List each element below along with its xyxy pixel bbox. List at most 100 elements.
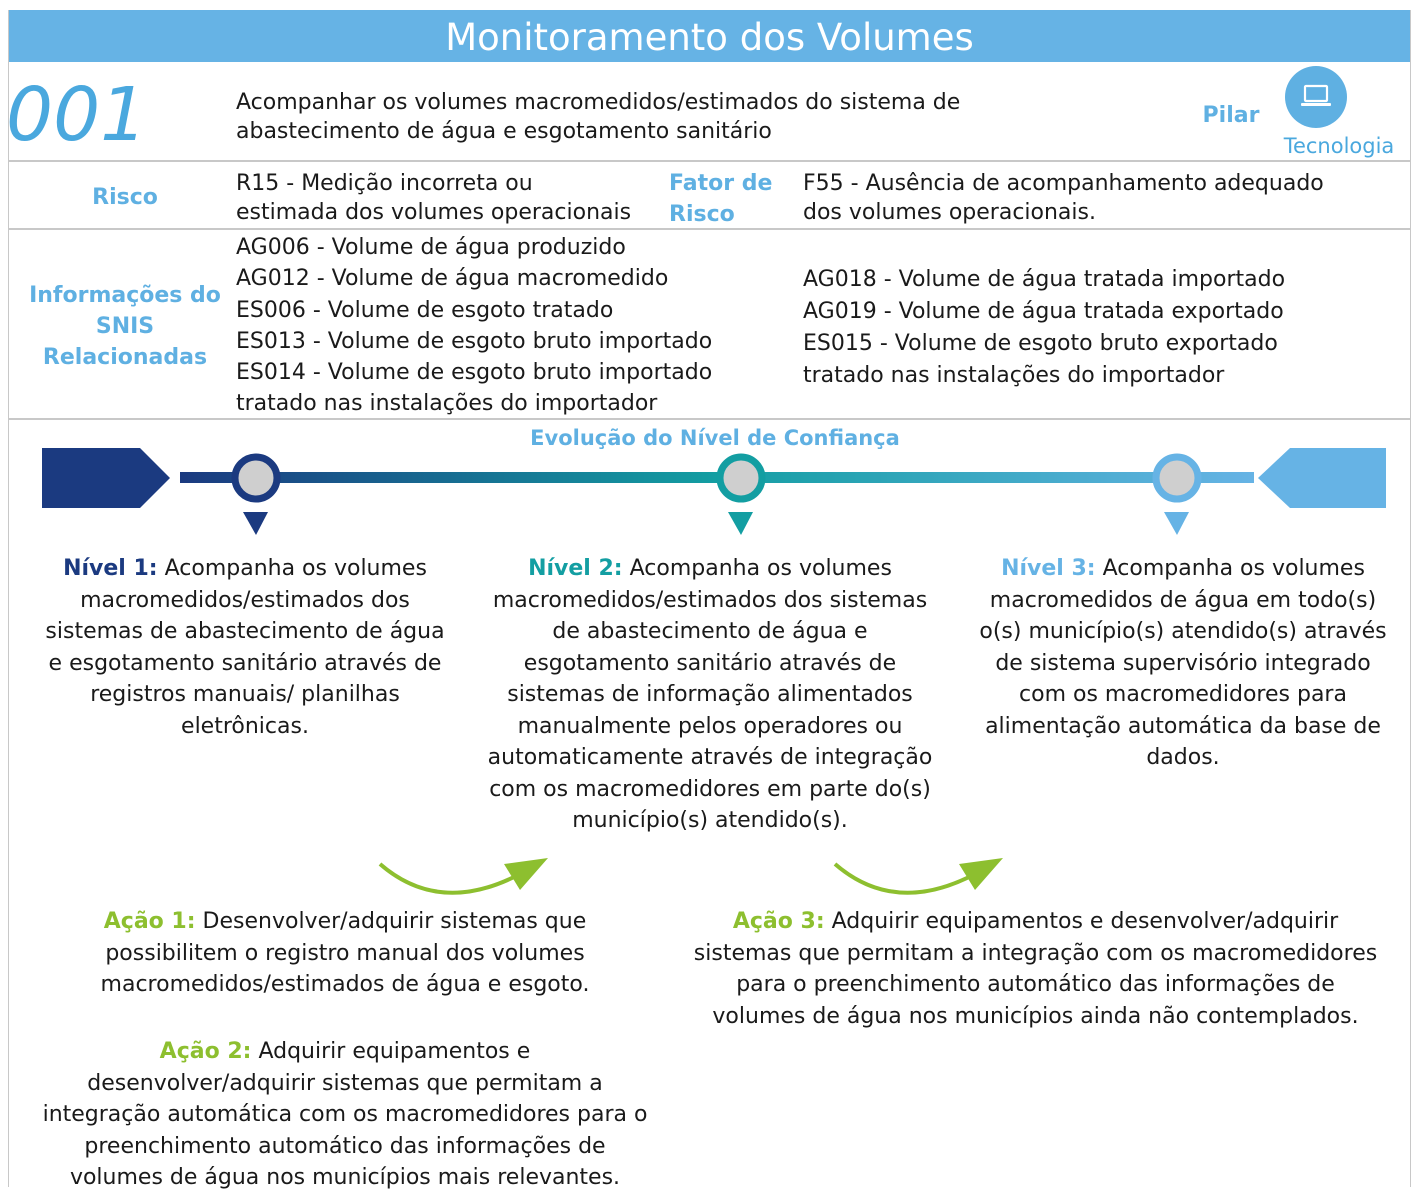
risk-text: R15 - Medição incorreta ou estimada dos … — [236, 169, 676, 227]
action-1-text: Ação 1: Desenvolver/adquirir sistemas qu… — [20, 906, 670, 1001]
risk-factor-line: dos volumes operacionais. — [803, 200, 1096, 225]
progress-arrow-1-icon — [378, 858, 548, 895]
level-3-first: Acompanha os volumes — [1102, 556, 1365, 581]
level-3-label: Nível 3: — [1001, 556, 1096, 581]
laptop-icon — [1285, 66, 1347, 128]
level-3-text: Nível 3: Acompanha os volumes macromedid… — [955, 553, 1411, 774]
action-2-first: Adquirir equipamentos e — [258, 1039, 531, 1064]
action-line: volumes de água nos municípios ainda não… — [712, 1003, 1359, 1029]
page-title: Monitoramento dos Volumes — [8, 10, 1411, 62]
level-1-first: Acompanha os volumes — [164, 556, 427, 581]
action-line: sistemas que permitam a integração com o… — [693, 940, 1378, 966]
action-2-label: Ação 2: — [159, 1039, 252, 1064]
risk-factor-label: Fator de Risco — [669, 168, 772, 230]
snis-item: ES006 - Volume de esgoto tratado — [236, 297, 614, 323]
indicator-description: Acompanhar os volumes macromedidos/estim… — [236, 88, 1136, 146]
action-1-first-line: Ação 1: Desenvolver/adquirir sistemas qu… — [20, 906, 670, 938]
level-line: dados. — [1146, 745, 1220, 770]
confidence-title: Evolução do Nível de Confiança — [530, 426, 900, 450]
level-1-text: Nível 1: Acompanha os volumes macromedid… — [10, 553, 480, 742]
description-line: abastecimento de água e esgotamento sani… — [236, 119, 772, 144]
level-line: com os macromedidores para — [1019, 682, 1347, 707]
level-line: macromedidos/estimados dos sistemas — [492, 587, 928, 613]
pilar-value: Tecnologia — [1283, 134, 1395, 158]
divider-risk — [8, 228, 1411, 230]
level-3-marker — [1152, 453, 1202, 503]
risk-factor-text: F55 - Ausência de acompanhamento adequad… — [803, 169, 1403, 227]
level-line: alimentação automática da base de — [985, 713, 1381, 739]
action-3-text: Ação 3: Adquirir equipamentos e desenvol… — [660, 906, 1411, 1032]
description-line: Acompanhar os volumes macromedidos/estim… — [236, 90, 961, 115]
level-1-marker — [231, 453, 281, 503]
snis-label-line: SNIS — [95, 314, 155, 339]
snis-label: Informações do SNIS Relacionadas — [14, 280, 236, 373]
confidence-timeline — [42, 448, 1386, 535]
level-2-first-line: Nível 2: Acompanha os volumes — [450, 553, 970, 585]
snis-item: AG018 - Volume de água tratada importado — [803, 267, 1286, 292]
snis-item: ES015 - Volume de esgoto bruto exportado — [803, 331, 1278, 356]
snis-label-line: Informações do — [29, 283, 221, 308]
divider-snis — [8, 418, 1411, 420]
level-1-first-line: Nível 1: Acompanha os volumes — [10, 553, 480, 585]
action-1-first: Desenvolver/adquirir sistemas que — [202, 909, 587, 934]
level-line: sistemas de abastecimento de água — [45, 619, 445, 644]
action-3-first-line: Ação 3: Adquirir equipamentos e desenvol… — [660, 906, 1411, 938]
level-line: esgotamento sanitário através de — [523, 650, 897, 676]
level-1-pointer — [243, 512, 268, 535]
level-line: de abastecimento de água e — [552, 619, 868, 644]
level-line: com os macromedidores em parte do(s) — [489, 776, 931, 802]
level-line: manualmente pelos operadores ou — [517, 713, 903, 739]
level-2-first: Acompanha os volumes — [629, 556, 892, 581]
divider-left — [8, 10, 9, 1187]
snis-item: AG012 - Volume de água macromedido — [236, 266, 669, 292]
risk-label: Risco — [92, 185, 158, 210]
action-3-label: Ação 3: — [732, 909, 825, 934]
risk-factor-line: F55 - Ausência de acompanhamento adequad… — [803, 171, 1324, 196]
level-line: de sistema supervisório integrado — [995, 650, 1371, 676]
risk-factor-label-line: Risco — [669, 202, 735, 227]
level-2-text: Nível 2: Acompanha os volumes macromedid… — [450, 553, 970, 837]
risk-line: R15 - Medição incorreta ou — [236, 171, 533, 196]
start-arrow-shape — [42, 448, 170, 508]
level-line: macromedidos de água em todo(s) — [989, 587, 1377, 613]
level-3-first-line: Nível 3: Acompanha os volumes — [955, 553, 1411, 585]
level-line: eletrônicas. — [181, 713, 309, 739]
action-line: preenchimento automático das informações… — [84, 1133, 606, 1159]
snis-right-list: AG018 - Volume de água tratada importado… — [803, 264, 1403, 392]
pilar-label: Pilar — [1202, 103, 1260, 128]
progress-arrow-2-icon — [833, 858, 1003, 895]
divider-top — [8, 160, 1411, 162]
action-2-text: Ação 2: Adquirir equipamentos e desenvol… — [10, 1036, 680, 1194]
action-1-label: Ação 1: — [103, 909, 196, 934]
action-line: volumes de água nos municípios mais rele… — [69, 1165, 621, 1190]
snis-item: AG019 - Volume de água tratada exportado — [803, 299, 1284, 324]
snis-item: tratado nas instalações do importador — [803, 363, 1225, 388]
indicator-code: 001 — [6, 72, 148, 158]
level-line: macromedidos/estimados dos — [80, 587, 410, 613]
level-2-marker — [716, 453, 766, 503]
snis-item: AG006 - Volume de água produzido — [236, 235, 626, 260]
risk-factor-label-line: Fator de — [669, 171, 773, 196]
action-line: integração automática com os macromedido… — [42, 1102, 648, 1127]
action-3-first: Adquirir equipamentos e desenvolver/adqu… — [831, 909, 1339, 934]
snis-item: ES013 - Volume de esgoto bruto importado — [236, 328, 713, 354]
action-line: desenvolver/adquirir sistemas que permit… — [87, 1070, 603, 1096]
level-line: sistemas de informação alimentados — [507, 682, 913, 707]
snis-item: ES014 - Volume de esgoto bruto importado — [236, 360, 713, 386]
snis-label-line: Relacionadas — [42, 345, 208, 370]
risk-line: estimada dos volumes operacionais — [236, 200, 632, 225]
action-line: possibilitem o registro manual dos volum… — [105, 940, 585, 966]
end-arrow-shape — [1258, 448, 1386, 508]
snis-item: tratado nas instalações do importador — [236, 391, 658, 417]
level-line: município(s) atendido(s). — [572, 808, 848, 833]
level-line: o(s) município(s) atendido(s) através — [979, 619, 1387, 644]
level-2-pointer — [728, 512, 753, 535]
level-3-pointer — [1164, 512, 1189, 535]
action-2-first-line: Ação 2: Adquirir equipamentos e — [10, 1036, 680, 1068]
snis-left-list: AG006 - Volume de água produzido AG012 -… — [236, 232, 796, 420]
level-line: e esgotamento sanitário através de — [48, 650, 442, 676]
level-1-label: Nível 1: — [63, 556, 158, 581]
level-2-label: Nível 2: — [528, 556, 623, 581]
action-line: para o preenchimento automático das info… — [736, 972, 1335, 997]
action-line: macromedidos/estimados de água e esgoto. — [100, 972, 590, 997]
